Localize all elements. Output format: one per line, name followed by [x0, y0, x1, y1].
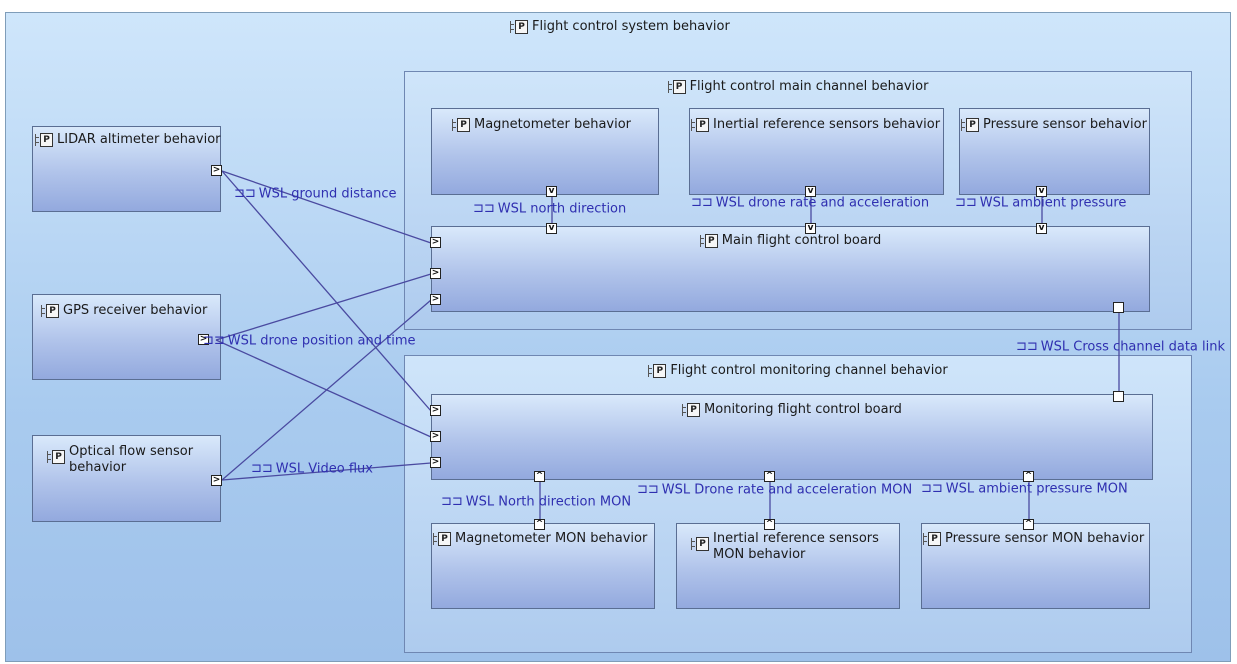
connector-icon: ⊐⊐ [691, 195, 713, 210]
part-icon: P [691, 118, 709, 132]
label-north-direction[interactable]: ⊐⊐WSL north direction [473, 201, 627, 217]
part-icon: P [923, 532, 941, 546]
main-board-in-port-1[interactable]: > [430, 237, 441, 248]
magnetometer-component[interactable]: P Magnetometer behavior [431, 108, 659, 195]
inertial-reference-component[interactable]: P Inertial reference sensors behavior [689, 108, 944, 195]
mon-board-cross-port[interactable] [1113, 391, 1124, 402]
label-north-direction-mon[interactable]: ⊐⊐WSL North direction MON [441, 494, 632, 510]
main-board-rate-port[interactable]: v [805, 223, 816, 234]
part-icon: P [682, 403, 701, 417]
monitoring-channel-title: P Flight control monitoring channel beha… [405, 363, 1191, 378]
optical-flow-sensor-component[interactable]: P Optical flow sensor behavior [32, 435, 221, 522]
label-drone-rate-mon[interactable]: ⊐⊐WSL Drone rate and acceleration MON [637, 482, 913, 498]
main-board-pressure-port[interactable]: v [1036, 223, 1047, 234]
part-icon: P [35, 133, 53, 147]
connector-icon: ⊐⊐ [234, 186, 256, 201]
connector-icon: ⊐⊐ [955, 195, 977, 210]
pressure-sensor-component[interactable]: P Pressure sensor behavior [959, 108, 1150, 195]
label-ambient-pressure-mon[interactable]: ⊐⊐WSL ambient pressure MON [921, 481, 1128, 497]
part-icon: P [452, 118, 470, 132]
label-drone-position[interactable]: ⊐⊐WSL drone position and time [203, 333, 416, 349]
part-icon: P [667, 80, 686, 94]
label-video-flux[interactable]: ⊐⊐WSL Video flux [251, 461, 373, 477]
part-icon: P [510, 20, 528, 34]
inertial-reference-mon-component[interactable]: P Inertial reference sensors MON behavio… [676, 523, 900, 609]
magnetometer-mon-component[interactable]: P Magnetometer MON behavior [431, 523, 655, 609]
part-icon: P [47, 450, 65, 464]
label-ground-distance[interactable]: ⊐⊐WSL ground distance [234, 186, 397, 202]
main-board-north-port[interactable]: v [546, 223, 557, 234]
main-board-in-port-2[interactable]: > [430, 268, 441, 279]
gps-out-port[interactable]: > [198, 334, 209, 345]
part-icon: P [691, 537, 709, 551]
inertial-mon-out-port[interactable]: ^ [764, 519, 775, 530]
label-cross-channel[interactable]: ⊐⊐WSL Cross channel data link [1016, 339, 1226, 355]
part-icon: P [41, 304, 59, 318]
mon-board-rate-port[interactable]: ^ [764, 471, 775, 482]
main-board-cross-port[interactable] [1113, 302, 1124, 313]
connector-icon: ⊐⊐ [921, 481, 943, 496]
mon-board-in-port-1[interactable]: > [430, 405, 441, 416]
part-icon: P [699, 234, 718, 248]
pressure-sensor-mon-component[interactable]: P Pressure sensor MON behavior [921, 523, 1150, 609]
part-icon: P [433, 532, 451, 546]
magnetometer-mon-out-port[interactable]: ^ [534, 519, 545, 530]
part-icon: P [648, 364, 667, 378]
main-board-in-port-3[interactable]: > [430, 294, 441, 305]
gps-receiver-component[interactable]: P GPS receiver behavior [32, 294, 221, 380]
mon-board-pressure-port[interactable]: ^ [1023, 471, 1034, 482]
mon-board-in-port-2[interactable]: > [430, 431, 441, 442]
main-flight-control-board[interactable]: P Main flight control board [431, 226, 1150, 312]
mon-board-north-port[interactable]: ^ [534, 471, 545, 482]
connector-icon: ⊐⊐ [203, 333, 225, 348]
magnetometer-out-port[interactable]: v [546, 186, 557, 197]
main-channel-title: P Flight control main channel behavior [405, 79, 1191, 94]
connector-icon: ⊐⊐ [473, 201, 495, 216]
connector-icon: ⊐⊐ [251, 461, 273, 476]
system-title: P Flight control system behavior [510, 19, 730, 34]
mon-board-in-port-3[interactable]: > [430, 457, 441, 468]
pressure-mon-out-port[interactable]: ^ [1023, 519, 1034, 530]
lidar-altimeter-component[interactable]: P LIDAR altimeter behavior [32, 126, 221, 212]
pressure-out-port[interactable]: v [1036, 186, 1047, 197]
monitoring-flight-control-board[interactable]: P Monitoring flight control board [431, 394, 1153, 480]
connector-icon: ⊐⊐ [1016, 339, 1038, 354]
optical-out-port[interactable]: > [211, 475, 222, 486]
part-icon: P [961, 118, 979, 132]
connector-icon: ⊐⊐ [637, 482, 659, 497]
label-drone-rate[interactable]: ⊐⊐WSL drone rate and acceleration [691, 195, 930, 211]
inertial-out-port[interactable]: v [805, 186, 816, 197]
connector-icon: ⊐⊐ [441, 494, 463, 509]
label-ambient-pressure[interactable]: ⊐⊐WSL ambient pressure [955, 195, 1127, 211]
lidar-out-port[interactable]: > [211, 165, 222, 176]
